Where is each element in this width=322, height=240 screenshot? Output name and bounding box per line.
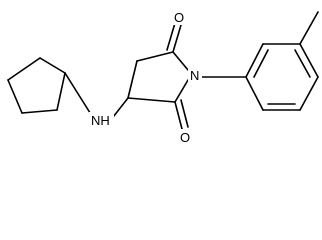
bond-cp-nh <box>64 72 93 117</box>
bond-ph-3 <box>299 43 319 78</box>
phenyl-ring <box>245 43 319 111</box>
oxygen-top-label: O <box>174 10 184 25</box>
bond-ph-inner-2 <box>294 49 311 78</box>
atom-label-o-bottom: O <box>177 129 191 145</box>
bond-cp-2 <box>56 72 66 111</box>
oxygen-bottom-label: O <box>180 130 190 145</box>
bond-cp-3 <box>21 109 58 114</box>
succinimide-ring <box>127 51 189 103</box>
bond-ph-inner-1 <box>253 49 269 78</box>
carbonyl-bottom <box>174 99 189 130</box>
bond-c5-o-top-b <box>166 22 176 51</box>
bond-ph-4 <box>299 76 319 111</box>
cyclopentyl-ring <box>7 57 66 114</box>
bond-c5-n1 <box>172 51 189 71</box>
bond-n1-c2 <box>174 79 189 103</box>
bond-c2-o-bottom-b <box>180 99 189 128</box>
atom-label-o-top: O <box>171 9 185 25</box>
bond-methyl <box>299 11 319 45</box>
bond-ph-6 <box>245 76 264 111</box>
atom-label-n-ring: N <box>188 67 202 83</box>
bond-c3-c4 <box>127 60 138 99</box>
bond-c4-c5 <box>136 51 174 62</box>
bond-c2-o-bottom-a <box>174 101 183 130</box>
bond-cp-1 <box>39 57 66 74</box>
nitrogen-ring-label: N <box>190 68 199 83</box>
atom-label-nh: NH <box>89 112 114 128</box>
bond-c2-c3 <box>127 97 176 103</box>
bond-cp-5 <box>7 57 41 81</box>
bond-c5-o-top-a <box>172 24 182 53</box>
carbonyl-top <box>166 22 182 53</box>
nitrogen-amine-label: NH <box>91 113 110 128</box>
bond-cp-4 <box>7 79 23 114</box>
bond-ph-1 <box>245 43 264 78</box>
chemical-structure-diagram: O N NH O <box>7 9 319 145</box>
